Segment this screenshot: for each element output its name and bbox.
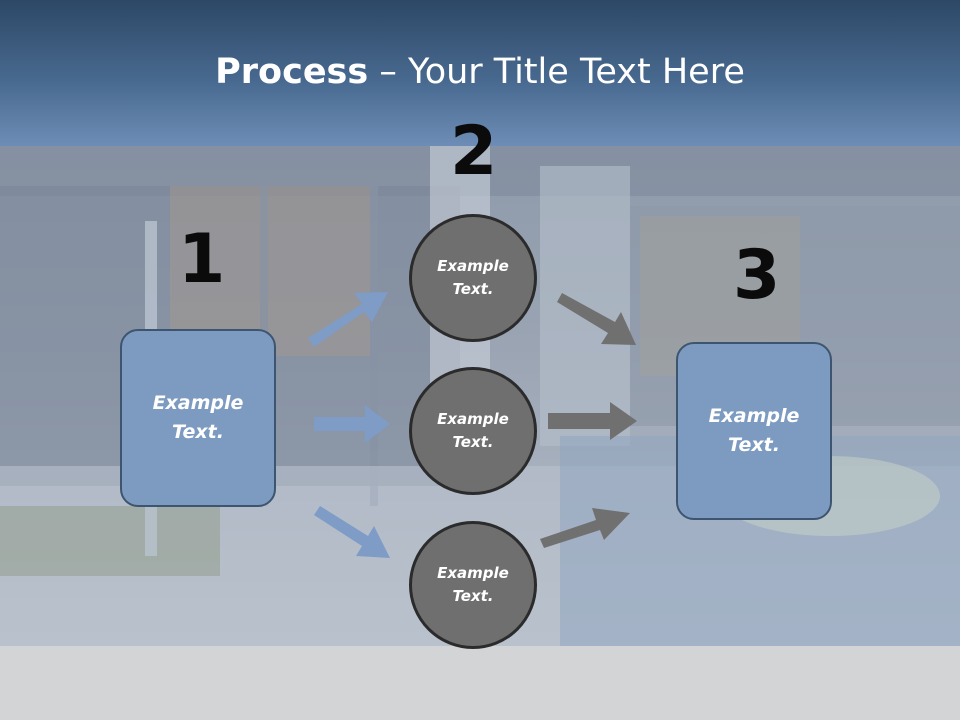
step-2-circle-top: Example Text. xyxy=(409,214,537,342)
circle-text-line1: Example xyxy=(437,564,509,582)
title-rest: – Your Title Text Here xyxy=(368,52,745,92)
arrow-right-icon xyxy=(548,402,637,440)
arrow-right-down-icon xyxy=(314,506,390,558)
step-1-box: Example Text. xyxy=(120,329,276,507)
box-text-line1: Example xyxy=(152,392,244,414)
circle-text-line2: Text. xyxy=(452,280,494,298)
arrow-right-icon xyxy=(314,405,390,443)
step-number-1: 1 xyxy=(178,220,226,299)
box-text-line2: Text. xyxy=(172,421,224,443)
title-bold: Process xyxy=(215,52,369,92)
arrow-right-up-icon xyxy=(540,508,630,548)
step-2-circle-bottom: Example Text. xyxy=(409,521,537,649)
step-3-box: Example Text. xyxy=(676,342,832,520)
slide-title: Process – Your Title Text Here xyxy=(0,52,960,92)
circle-text-line1: Example xyxy=(437,410,509,428)
circle-text-line1: Example xyxy=(437,257,509,275)
circle-text-line2: Text. xyxy=(452,587,494,605)
step-number-2: 2 xyxy=(450,112,498,191)
arrow-right-down-icon xyxy=(557,293,636,345)
box-text-line1: Example xyxy=(708,405,800,427)
header-band: Process – Your Title Text Here xyxy=(0,0,960,146)
footer-band xyxy=(0,646,960,720)
arrow-right-up-icon xyxy=(308,292,388,347)
circle-text-line2: Text. xyxy=(452,433,494,451)
step-number-3: 3 xyxy=(733,236,781,315)
step-2-circle-middle: Example Text. xyxy=(409,367,537,495)
box-text-line2: Text. xyxy=(728,434,780,456)
